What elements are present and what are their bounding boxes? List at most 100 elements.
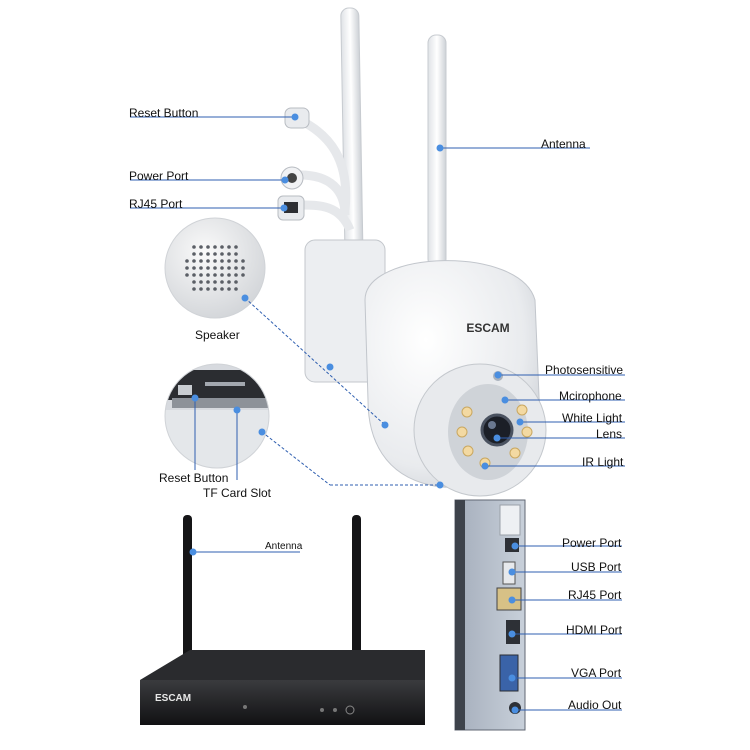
speaker-hole — [199, 273, 203, 277]
nvr-callouts — [189, 548, 300, 556]
speaker-hole — [227, 245, 231, 249]
speaker-hole — [192, 273, 196, 277]
nvr-rear-panel — [454, 499, 526, 731]
tf-card-detail — [165, 364, 269, 468]
speaker-hole — [234, 245, 238, 249]
speaker-hole — [199, 252, 203, 256]
speaker-hole — [185, 266, 189, 270]
nvr-brand-logo: ESCAM — [155, 693, 191, 704]
camera-cable — [297, 115, 355, 232]
speaker-hole — [199, 280, 203, 284]
speaker-hole — [192, 259, 196, 263]
speaker-hole — [213, 287, 217, 291]
label-speaker: Speaker — [195, 328, 240, 342]
camera: ESCAM — [164, 7, 547, 497]
label-lens: Lens — [596, 427, 623, 441]
speaker-hole — [206, 259, 210, 263]
speaker-hole — [213, 280, 217, 284]
nvr-led — [243, 705, 247, 709]
label-rj45-port: RJ45 Port — [129, 197, 183, 211]
label-reset-button-2: Reset Button — [159, 471, 229, 485]
label-nvr-usb-port: USB Port — [571, 560, 622, 574]
label-reset-button: Reset Button — [129, 106, 199, 120]
speaker-hole — [206, 245, 210, 249]
speaker-hole — [241, 273, 245, 277]
speaker-hole — [192, 280, 196, 284]
nvr-antenna-left — [183, 515, 192, 665]
power-port-hole — [287, 173, 297, 183]
label-antenna: Antenna — [541, 137, 586, 151]
label-white-light: White Light — [562, 411, 623, 425]
speaker-hole — [206, 273, 210, 277]
speaker-hole — [213, 266, 217, 270]
speaker-hole — [220, 287, 224, 291]
label-nvr-rj45-port: RJ45 Port — [568, 588, 622, 602]
speaker-hole — [206, 280, 210, 284]
speaker-hole — [234, 266, 238, 270]
label-nvr-vga-port: VGA Port — [571, 666, 622, 680]
speaker-hole — [199, 287, 203, 291]
nvr-front — [140, 680, 425, 725]
speaker-grille — [185, 245, 245, 291]
speaker-hole — [227, 252, 231, 256]
label-microphone: Mcirophone — [559, 389, 622, 403]
camera-callouts — [130, 116, 625, 486]
speaker-hole — [241, 259, 245, 263]
speaker-hole — [213, 259, 217, 263]
speaker-hole — [227, 280, 231, 284]
panel-callouts — [512, 545, 622, 711]
speaker-hole — [213, 273, 217, 277]
label-nvr-antenna: Antenna — [265, 541, 303, 552]
speaker-hole — [220, 245, 224, 249]
rj45-socket — [284, 202, 298, 213]
speaker-hole — [234, 259, 238, 263]
lens-glint — [488, 421, 496, 429]
label-power-port: Power Port — [129, 169, 189, 183]
label-photosensitive: Photosensitive — [545, 363, 624, 377]
speaker-hole — [199, 245, 203, 249]
speaker-hole — [213, 252, 217, 256]
speaker-hole — [206, 266, 210, 270]
speaker-hole — [241, 266, 245, 270]
speaker-hole — [192, 252, 196, 256]
speaker-hole — [227, 273, 231, 277]
speaker-hole — [199, 266, 203, 270]
speaker-hole — [227, 266, 231, 270]
speaker-hole — [220, 252, 224, 256]
speaker-hole — [220, 273, 224, 277]
speaker-hole — [213, 245, 217, 249]
camera-leds — [456, 404, 533, 469]
label-ir-light: IR Light — [582, 455, 624, 469]
camera-antenna-left — [340, 7, 364, 271]
nvr-led — [320, 708, 324, 712]
speaker-hole — [192, 287, 196, 291]
speaker-hole — [192, 266, 196, 270]
speaker-hole — [220, 259, 224, 263]
label-tf-card-slot: TF Card Slot — [203, 486, 272, 500]
camera-brand-logo: ESCAM — [466, 321, 509, 335]
speaker-hole — [192, 245, 196, 249]
label-nvr-power-port: Power Port — [562, 536, 622, 550]
nvr: ESCAM — [140, 515, 425, 725]
speaker-hole — [234, 273, 238, 277]
nvr-top — [140, 650, 425, 680]
speaker-hole — [227, 287, 231, 291]
speaker-hole — [234, 287, 238, 291]
speaker-hole — [234, 280, 238, 284]
speaker-hole — [234, 252, 238, 256]
speaker-hole — [185, 273, 189, 277]
speaker-hole — [199, 259, 203, 263]
nvr-antenna-right — [352, 515, 361, 665]
speaker-hole — [185, 259, 189, 263]
speaker-hole — [206, 287, 210, 291]
camera-antenna-right — [427, 34, 447, 268]
label-nvr-hdmi-port: HDMI Port — [566, 623, 623, 637]
speaker-hole — [220, 266, 224, 270]
label-nvr-audio-out: Audio Out — [568, 698, 622, 712]
panel-vga-port — [499, 654, 519, 692]
nvr-power-button — [345, 705, 355, 715]
panel-callout-dots — [508, 542, 519, 714]
camera-callout-dots — [191, 113, 524, 489]
speaker-hole — [220, 280, 224, 284]
